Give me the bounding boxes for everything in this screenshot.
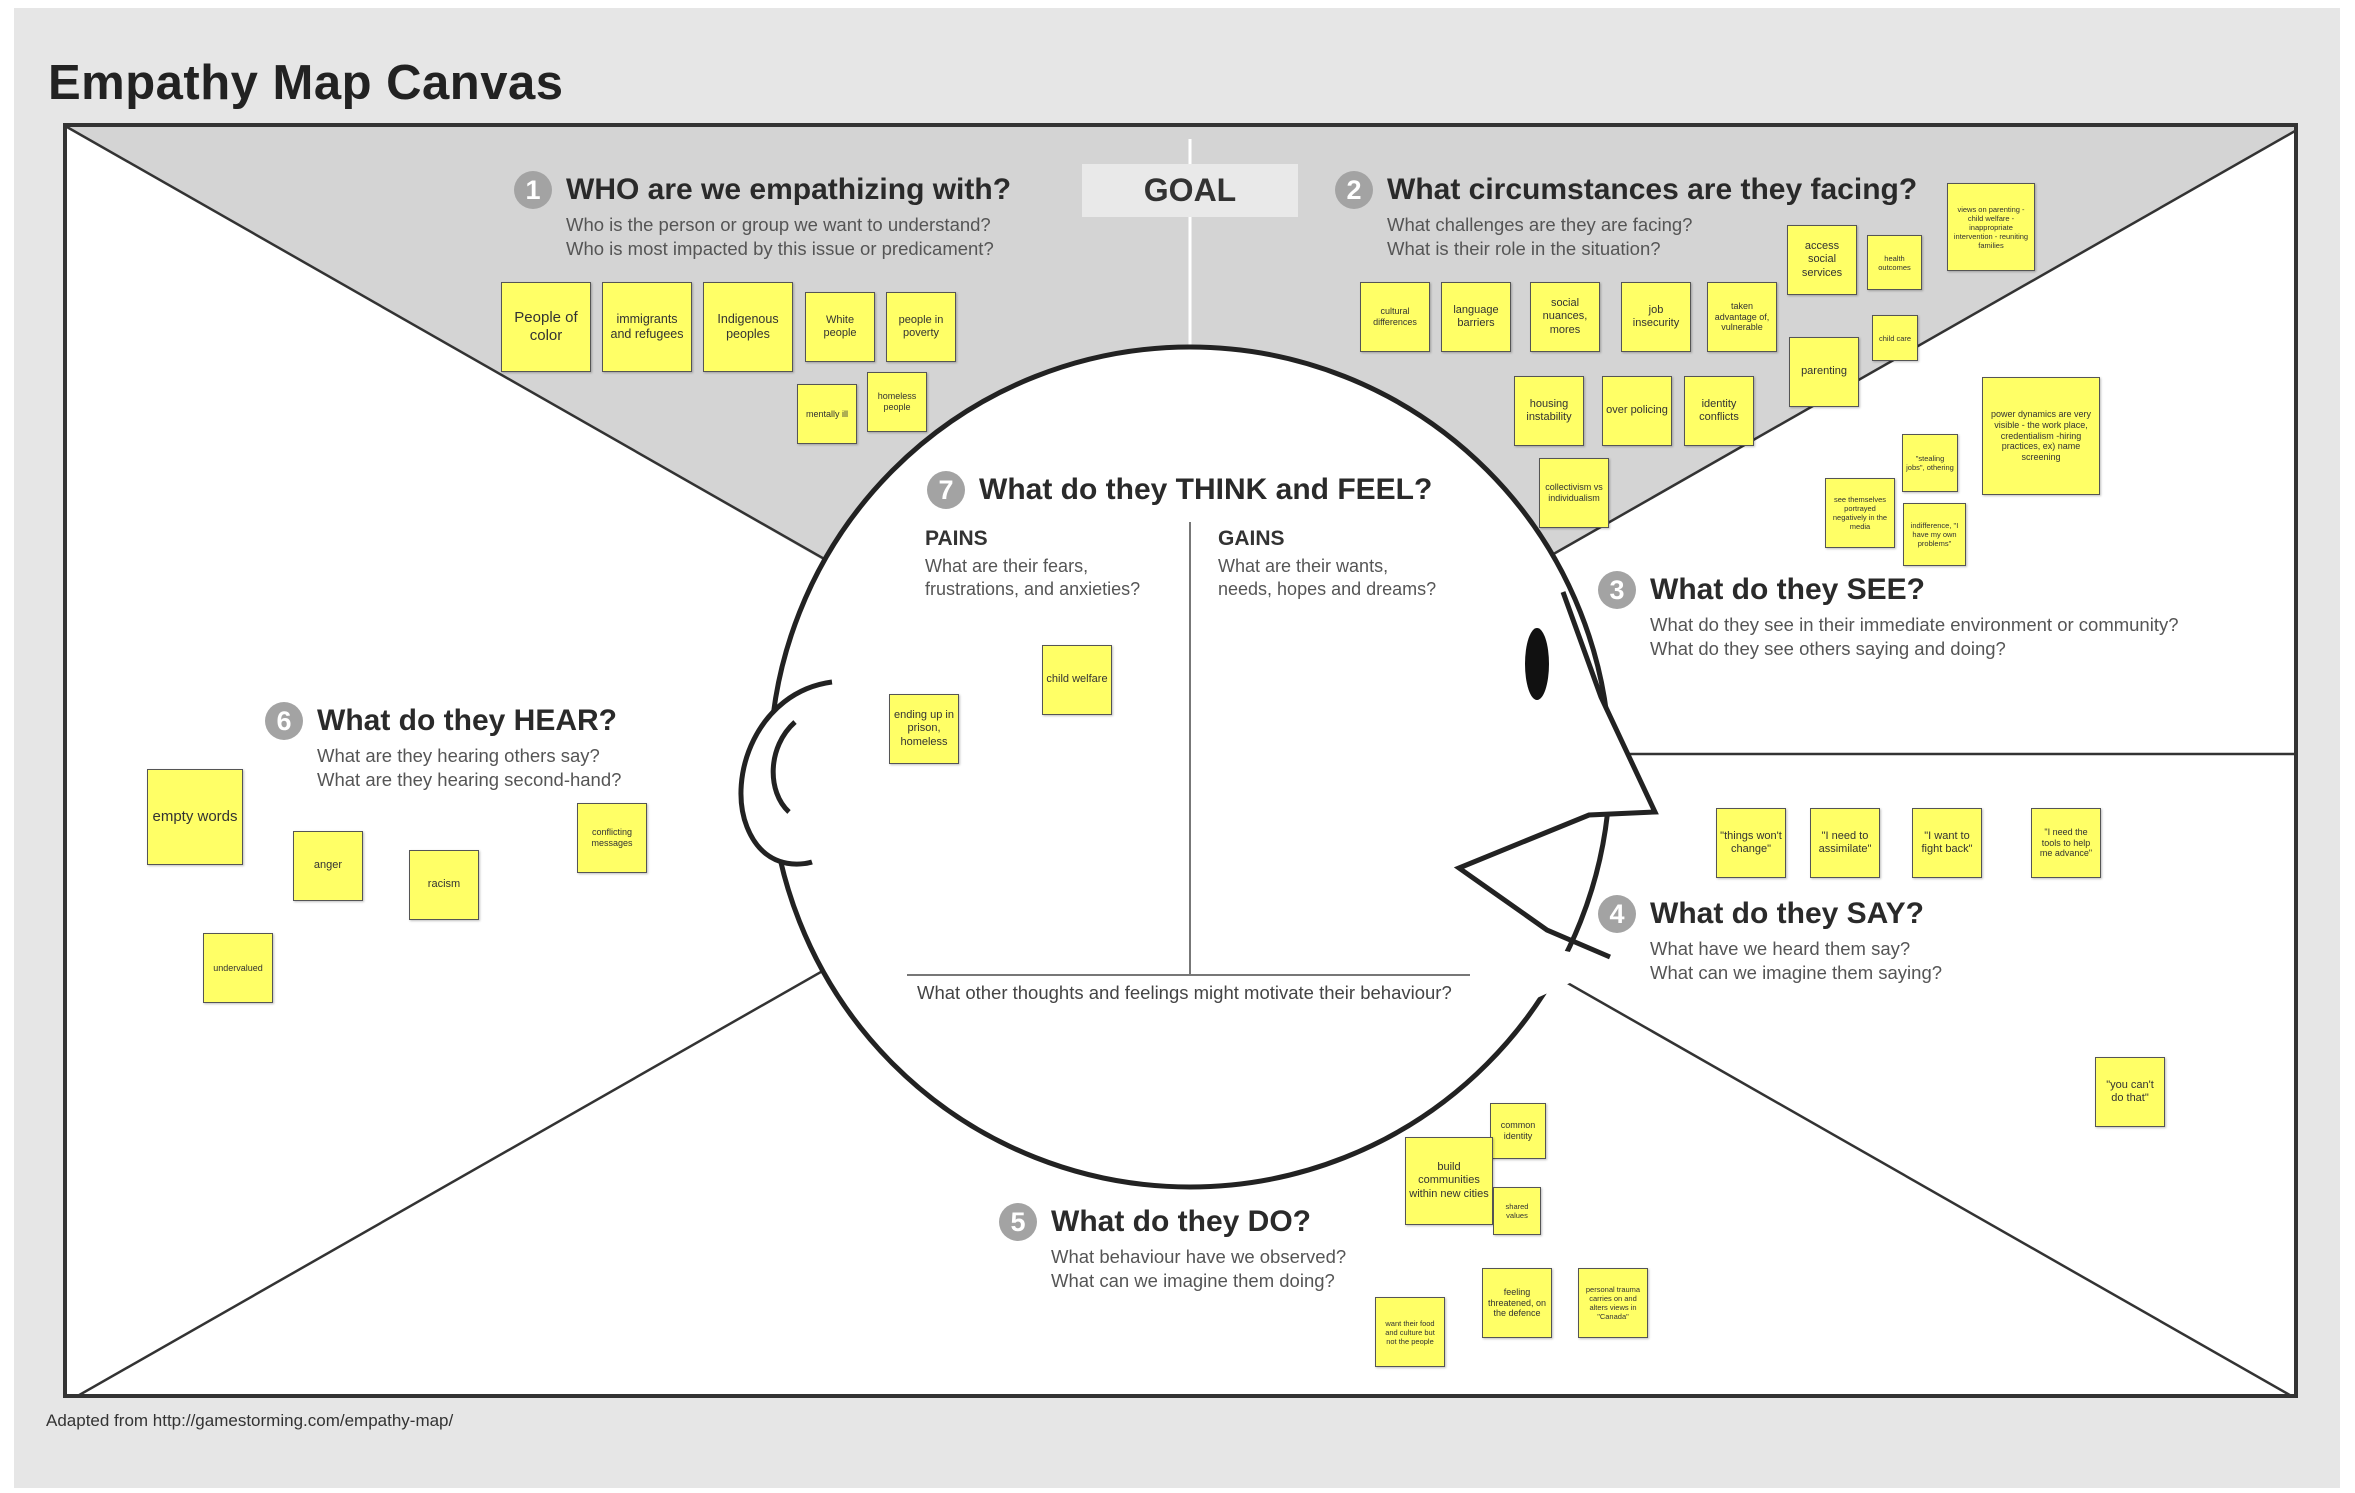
- section-subtitle: What are they hearing second-hand?: [317, 769, 622, 790]
- sticky-note[interactable]: parenting: [1789, 337, 1859, 407]
- sticky-note[interactable]: empty words: [147, 769, 243, 865]
- sticky-note[interactable]: "I need to assimilate": [1810, 808, 1880, 878]
- sticky-note[interactable]: over policing: [1602, 376, 1672, 446]
- sticky-note[interactable]: "I want to fight back": [1912, 808, 1982, 878]
- section-do: 5 What do they DO? What behaviour have we…: [999, 1203, 1346, 1293]
- section-subtitle: Who is the person or group we want to un…: [566, 214, 991, 235]
- gains-subtitle: needs, hopes and dreams?: [1218, 579, 1437, 599]
- section-subtitle: What do they see others saying and doing…: [1650, 638, 2006, 659]
- sticky-note[interactable]: "I need the tools to help me advance": [2031, 808, 2101, 878]
- sticky-note[interactable]: undervalued: [203, 933, 273, 1003]
- section-subtitle: What do they see in their immediate envi…: [1650, 614, 2179, 635]
- sticky-note[interactable]: child welfare: [1042, 645, 1112, 715]
- sticky-note[interactable]: language barriers: [1441, 282, 1511, 352]
- sticky-note[interactable]: social nuances, mores: [1530, 282, 1600, 352]
- section-see: 3 What do they SEE? What do they see in t…: [1598, 571, 2179, 661]
- section-number: 7: [927, 471, 965, 509]
- sticky-note[interactable]: access social services: [1787, 225, 1857, 295]
- section-heading: What do they DO?: [1051, 1205, 1311, 1238]
- sticky-note[interactable]: White people: [805, 292, 875, 362]
- section-say: 4 What do they SAY? What have we heard th…: [1598, 895, 1942, 985]
- section-subtitle: What can we imagine them doing?: [1051, 1270, 1335, 1291]
- section-hear: 6 What do they HEAR? What are they hearin…: [265, 702, 621, 792]
- sticky-note[interactable]: indifference, "I have my own problems": [1903, 503, 1966, 566]
- section-subtitle: What are they hearing others say?: [317, 745, 600, 766]
- section-circumstances: 2 What circumstances are they facing? Wha…: [1335, 171, 1917, 261]
- sticky-note[interactable]: health outcomes: [1867, 235, 1922, 290]
- sticky-note[interactable]: conflicting messages: [577, 803, 647, 873]
- goal-label: GOAL: [1082, 164, 1298, 217]
- section-subtitle: What have we heard them say?: [1650, 938, 1911, 959]
- sticky-note[interactable]: Indigenous peoples: [703, 282, 793, 372]
- sticky-note[interactable]: people in poverty: [886, 292, 956, 362]
- sticky-note[interactable]: want their food and culture but not the …: [1375, 1297, 1445, 1367]
- section-who: 1 WHO are we empathizing with? Who is the…: [514, 171, 1011, 261]
- sticky-note[interactable]: "stealing jobs", othering: [1902, 434, 1958, 492]
- sticky-note[interactable]: homeless people: [867, 372, 927, 432]
- sticky-note[interactable]: job insecurity: [1621, 282, 1691, 352]
- page-title: Empathy Map Canvas: [48, 56, 564, 110]
- section-subtitle: Who is most impacted by this issue or pr…: [566, 238, 994, 259]
- empathy-map-board: GOAL 1 WHO are we empathizing with? Who i…: [63, 123, 2298, 1398]
- sticky-note[interactable]: ending up in prison, homeless: [889, 694, 959, 764]
- section-number: 4: [1598, 895, 1636, 933]
- sticky-note[interactable]: power dynamics are very visible - the wo…: [1982, 377, 2100, 495]
- eye-icon: [1525, 628, 1549, 700]
- sticky-note[interactable]: collectivism vs individualism: [1539, 458, 1609, 528]
- sticky-note[interactable]: child care: [1872, 315, 1918, 361]
- footer-credit: Adapted from http://gamestorming.com/emp…: [46, 1411, 454, 1430]
- section-number: 5: [999, 1203, 1037, 1241]
- section-heading: What circumstances are they facing?: [1387, 173, 1918, 206]
- pains-label: PAINS: [925, 527, 988, 550]
- sticky-note[interactable]: identity conflicts: [1684, 376, 1754, 446]
- motivate-question: What other thoughts and feelings might m…: [917, 982, 1452, 1003]
- section-subtitle: What challenges are they are facing?: [1387, 214, 1693, 235]
- sticky-note[interactable]: see themselves portrayed negatively in t…: [1825, 478, 1895, 548]
- ear-icon: [738, 679, 833, 867]
- section-number: 3: [1598, 571, 1636, 609]
- sticky-note[interactable]: "you can't do that": [2095, 1057, 2165, 1127]
- sticky-note[interactable]: People of color: [501, 282, 591, 372]
- section-heading: What do they THINK and FEEL?: [979, 473, 1433, 506]
- section-think-feel: 7 What do they THINK and FEEL?: [927, 471, 1432, 509]
- sticky-note[interactable]: common identity: [1490, 1103, 1546, 1159]
- sticky-note[interactable]: taken advantage of, vulnerable: [1707, 282, 1777, 352]
- sticky-note[interactable]: cultural differences: [1360, 282, 1430, 352]
- section-subtitle: What can we imagine them saying?: [1650, 962, 1943, 983]
- sticky-note[interactable]: housing instability: [1514, 376, 1584, 446]
- gains-label: GAINS: [1218, 527, 1285, 550]
- sticky-note[interactable]: views on parenting - child welfare - ina…: [1947, 183, 2035, 271]
- section-heading: WHO are we empathizing with?: [566, 173, 1012, 206]
- gains-subtitle: What are their wants,: [1218, 556, 1389, 576]
- pains-subtitle: What are their fears,: [925, 556, 1089, 576]
- sticky-note[interactable]: "things won't change": [1716, 808, 1786, 878]
- section-heading: What do they HEAR?: [317, 704, 617, 737]
- sticky-note[interactable]: immigrants and refugees: [602, 282, 692, 372]
- sticky-note[interactable]: personal trauma carries on and alters vi…: [1578, 1268, 1648, 1338]
- section-heading: What do they SAY?: [1650, 897, 1924, 930]
- section-number: 2: [1335, 171, 1373, 209]
- sticky-note[interactable]: shared values: [1493, 1187, 1541, 1235]
- sticky-note[interactable]: anger: [293, 831, 363, 901]
- section-number: 1: [514, 171, 552, 209]
- sticky-note[interactable]: feeling threatened, on the defence: [1482, 1268, 1552, 1338]
- section-subtitle: What behaviour have we observed?: [1051, 1246, 1347, 1267]
- sticky-note[interactable]: racism: [409, 850, 479, 920]
- pains-subtitle: frustrations, and anxieties?: [925, 579, 1141, 599]
- section-subtitle: What is their role in the situation?: [1387, 238, 1661, 259]
- sticky-note[interactable]: build communities within new cities: [1405, 1137, 1493, 1225]
- section-number: 6: [265, 702, 303, 740]
- sticky-note[interactable]: mentally ill: [797, 384, 857, 444]
- section-heading: What do they SEE?: [1650, 573, 1926, 606]
